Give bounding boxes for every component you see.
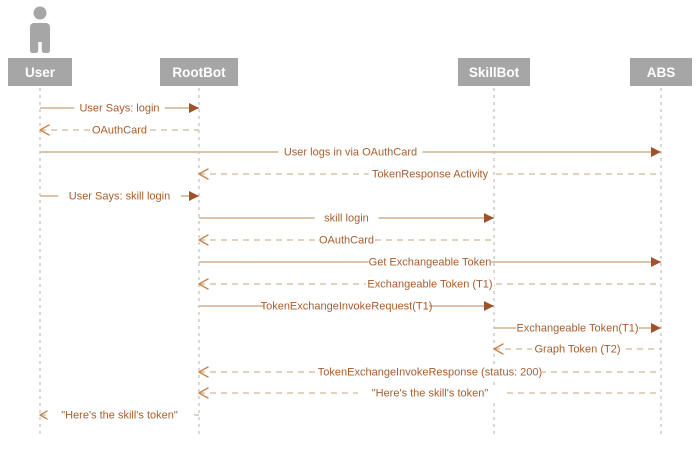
actor-icon-layer xyxy=(30,6,50,53)
message-label: TokenExchangeInvokeRequest(T1) xyxy=(261,301,433,313)
message-label: OAuthCard xyxy=(92,125,147,137)
message-label-backdrop xyxy=(58,189,181,203)
message-arrowhead xyxy=(198,168,209,180)
message-label: "Here's the skill's token" xyxy=(61,410,178,422)
message-label-backdrop xyxy=(74,101,165,115)
message-label: User Says: skill login xyxy=(69,191,170,203)
message-arrowhead xyxy=(651,147,661,157)
message-8: Get Exchangeable Token xyxy=(199,255,661,269)
participant-label-skillbot: SkillBot xyxy=(469,65,520,80)
message-label-backdrop xyxy=(516,321,639,335)
lifeline-layer xyxy=(39,88,662,438)
message-label-backdrop xyxy=(532,342,623,356)
message-arrowhead xyxy=(39,124,50,136)
message-arrowhead xyxy=(198,278,209,290)
message-label-backdrop xyxy=(365,277,495,291)
message-1: User Says: login xyxy=(40,101,199,115)
message-label: TokenExchangeInvokeResponse (status: 200… xyxy=(318,367,542,379)
message-arrowhead xyxy=(189,103,199,113)
message-5: User Says: skill login xyxy=(40,189,199,203)
participant-label-rootbot: RootBot xyxy=(172,65,226,80)
participant-skillbot[interactable]: SkillBot xyxy=(458,58,530,86)
participant-abs[interactable]: ABS xyxy=(630,58,692,86)
message-arrowhead xyxy=(39,409,50,421)
message-arrowhead xyxy=(651,323,661,333)
message-arrowhead xyxy=(493,343,504,355)
message-label: Exchangeable Token (T1) xyxy=(367,279,492,291)
message-9: Exchangeable Token (T1) xyxy=(198,277,661,291)
message-12: Graph Token (T2) xyxy=(493,342,661,356)
participant-label-abs: ABS xyxy=(647,65,676,80)
message-7: OAuthCard xyxy=(198,233,494,247)
participant-user[interactable]: User xyxy=(8,58,72,86)
participant-label-user: User xyxy=(25,65,56,80)
message-label: "Here's the skill's token" xyxy=(372,388,489,400)
participant-layer: User RootBot SkillBot ABS xyxy=(8,58,692,86)
message-13: TokenExchangeInvokeResponse (status: 200… xyxy=(198,365,661,379)
message-label: Get Exchangeable Token xyxy=(369,257,492,269)
message-10: TokenExchangeInvokeRequest(T1) xyxy=(199,299,494,313)
message-label: skill login xyxy=(324,213,369,225)
message-arrowhead xyxy=(198,387,209,399)
message-4: TokenResponse Activity xyxy=(198,167,661,181)
message-11: Exchangeable Token(T1) xyxy=(494,321,661,335)
message-14: "Here's the skill's token" xyxy=(198,386,661,400)
message-label: Exchangeable Token(T1) xyxy=(516,323,638,335)
message-label-backdrop xyxy=(92,123,147,137)
message-label: TokenResponse Activity xyxy=(372,169,489,181)
message-arrowhead xyxy=(484,213,494,223)
participant-rootbot[interactable]: RootBot xyxy=(160,58,238,86)
message-label-backdrop xyxy=(357,386,503,400)
message-label: OAuthCard xyxy=(319,235,374,247)
message-label: User logs in via OAuthCard xyxy=(284,147,417,159)
message-arrowhead xyxy=(198,366,209,378)
message-arrowhead xyxy=(651,257,661,267)
message-label-backdrop xyxy=(368,167,492,181)
message-arrowhead xyxy=(189,191,199,201)
message-label-backdrop xyxy=(263,299,430,313)
message-6: skill login xyxy=(199,211,494,225)
message-3: User logs in via OAuthCard xyxy=(40,145,661,159)
message-label: User Says: login xyxy=(79,103,159,115)
message-label-backdrop xyxy=(278,145,423,159)
message-arrowhead xyxy=(484,301,494,311)
message-label: Graph Token (T2) xyxy=(534,344,620,356)
message-label-backdrop xyxy=(314,211,379,225)
message-label-backdrop xyxy=(317,365,543,379)
message-arrowhead xyxy=(198,234,209,246)
message-label-backdrop xyxy=(368,255,492,269)
message-label-backdrop xyxy=(47,408,192,422)
message-2: OAuthCard xyxy=(39,123,199,137)
message-label-backdrop xyxy=(319,233,374,247)
actor-person-icon xyxy=(30,6,50,53)
message-15: "Here's the skill's token" xyxy=(39,408,199,422)
